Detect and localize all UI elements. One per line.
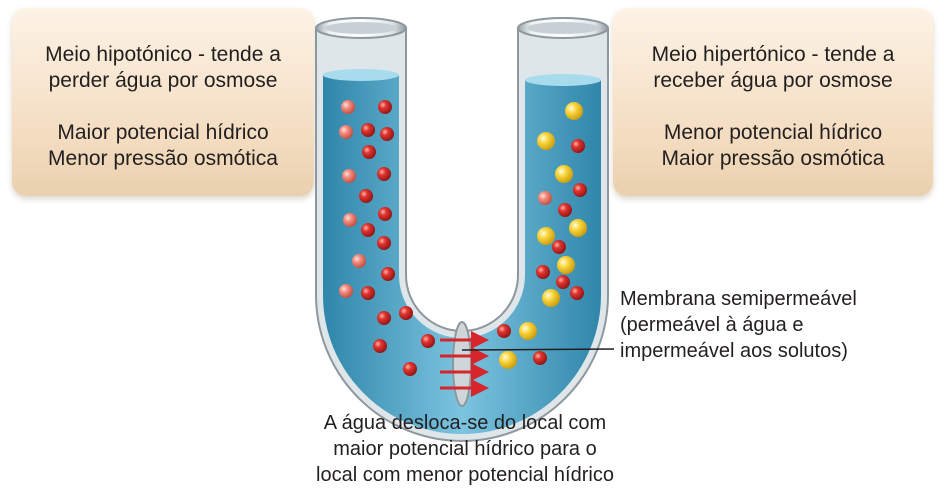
hypotonic-line-2: perder água por osmose	[48, 69, 278, 92]
solvent-particle	[570, 286, 584, 300]
hypotonic-line-4: Menor pressão osmótica	[48, 147, 278, 170]
water-flow-line-2: maior potencial hídrico para o	[333, 438, 597, 460]
solvent-particle	[571, 139, 585, 153]
hypotonic-info-box: Meio hipotónico - tende a perder água po…	[12, 8, 314, 196]
solute-particle	[537, 227, 555, 245]
solvent-particle	[538, 191, 552, 205]
solvent-particle	[361, 286, 375, 300]
right-particles	[497, 102, 587, 369]
solvent-particle	[342, 169, 356, 183]
solvent-particle	[377, 311, 391, 325]
hypertonic-line-2: receber água por osmose	[653, 69, 893, 92]
solute-particle	[557, 256, 575, 274]
water	[323, 75, 601, 434]
solvent-particle	[339, 284, 353, 298]
solvent-particle	[421, 334, 435, 348]
solvent-particle	[373, 339, 387, 353]
membrane-line-3: impermeável aos solutos)	[620, 340, 848, 362]
solvent-particle	[361, 123, 375, 137]
left-water-surface	[323, 69, 399, 81]
water-flow-line-1: A água desloca-se do local com	[323, 412, 607, 434]
solute-particle	[565, 102, 583, 120]
solute-particle	[555, 165, 573, 183]
hypotonic-line-3: Maior potencial hídrico	[57, 121, 269, 144]
water-flow-arrows	[440, 331, 489, 397]
solute-particle	[499, 351, 517, 369]
water-flow-label: A água desloca-se do local com maior pot…	[285, 410, 645, 488]
hypertonic-info-box: Meio hipertónico - tende a receber água …	[613, 8, 933, 196]
membrane-label: Membrana semipermeável (permeável à água…	[620, 286, 857, 364]
solvent-particle	[378, 207, 392, 221]
solvent-particle	[497, 324, 511, 338]
solvent-particle	[378, 100, 392, 114]
membrane-line-1: Membrana semipermeável	[620, 288, 857, 310]
hypotonic-line-1: Meio hipotónico - tende a	[45, 43, 281, 66]
right-tube-inner	[527, 22, 599, 34]
solvent-particle	[352, 254, 366, 268]
solvent-particle	[381, 267, 395, 281]
membrane-line-2: (permeável à água e	[620, 314, 804, 336]
left-particles	[339, 100, 435, 376]
solvent-particle	[536, 265, 550, 279]
solute-particle	[542, 289, 560, 307]
solvent-particle	[558, 203, 572, 217]
semipermeable-membrane	[452, 321, 472, 407]
solvent-particle	[573, 183, 587, 197]
solvent-particle	[359, 189, 373, 203]
solvent-particle	[341, 100, 355, 114]
hypertonic-line-1: Meio hipertónico - tende a	[651, 43, 895, 66]
solute-particle	[537, 132, 555, 150]
water-flow-line-3: local com menor potencial hídrico	[316, 464, 614, 486]
solvent-particle	[339, 125, 353, 139]
solvent-particle	[343, 213, 357, 227]
right-water-surface	[525, 74, 601, 86]
solute-particle	[519, 322, 537, 340]
solvent-particle	[533, 351, 547, 365]
hypertonic-line-4: Maior pressão osmótica	[661, 147, 885, 170]
solvent-particle	[380, 127, 394, 141]
solvent-particle	[556, 275, 570, 289]
solvent-particle	[362, 145, 376, 159]
solute-particle	[569, 219, 587, 237]
solvent-particle	[377, 236, 391, 250]
solvent-particle	[377, 167, 391, 181]
left-tube-inner	[325, 22, 397, 34]
solvent-particle	[552, 240, 566, 254]
membrane-leader-line	[461, 348, 615, 351]
hypertonic-line-3: Menor potencial hídrico	[663, 121, 883, 144]
solvent-particle	[403, 362, 417, 376]
solvent-particle	[399, 306, 413, 320]
solvent-particle	[361, 223, 375, 237]
